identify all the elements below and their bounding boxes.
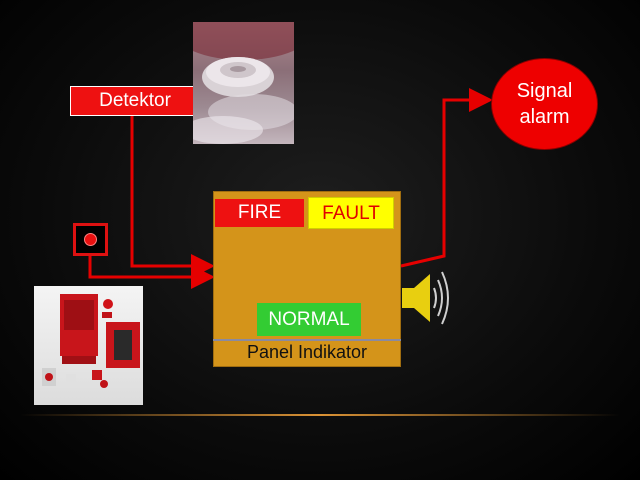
wire-detektor-to-panel [130,116,215,278]
panel-divider [213,339,401,341]
signal-line-1: Signal [516,80,573,102]
detektor-label: Detektor [99,90,171,111]
wire-panel-to-signal [400,88,493,268]
signal-line-2: alarm [519,106,570,128]
fire-alarm-panel-photo [34,286,143,405]
panel-label: Panel Indikator [246,342,368,362]
floor-glow-line [20,414,620,416]
smoke-detector-photo [193,22,294,144]
wire-manual-call-to-panel [88,256,215,289]
signal-alarm-circle: Signal alarm [491,58,598,150]
manual-call-button-dot [84,233,97,246]
smoke-detector-icon [193,22,294,144]
speaker-sound-icon [402,271,449,325]
fire-indicator: FIRE [215,199,304,227]
fault-indicator: FAULT [308,197,394,229]
manual-call-point-icon [73,223,108,256]
normal-indicator: NORMAL [257,303,361,336]
fire-alarm-panel-icon [42,294,140,388]
detektor-label-box: Detektor [70,86,200,116]
